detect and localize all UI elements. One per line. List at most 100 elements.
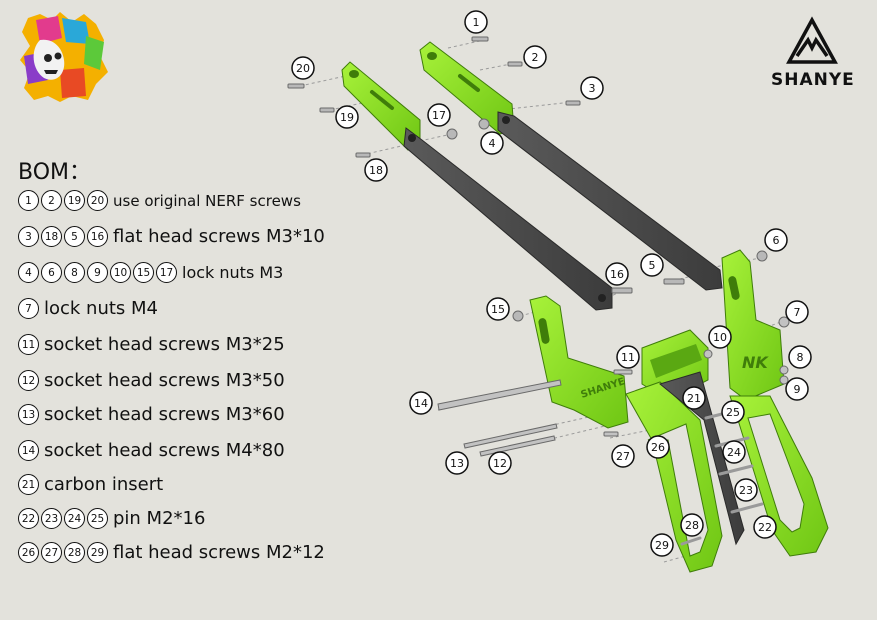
callout-label: 19 [340,111,354,124]
long-screws [437,316,790,457]
part-number-circle: 24 [64,508,85,529]
callout-28: 28 [680,513,704,537]
callout-14: 14 [409,391,433,415]
callout-6: 6 [764,228,788,252]
callout-label: 14 [414,397,428,410]
bom-description: flat head screws M3*10 [113,226,325,247]
bom-title: BOM： [18,160,92,185]
callout-label: 16 [610,268,624,281]
triangle-mountain-logo-icon [786,16,838,64]
callout-1: 1 [464,10,488,34]
callout-8: 8 [788,345,812,369]
part-number-circle: 26 [18,542,39,563]
callout-2: 2 [523,45,547,69]
part-number-circle: 2 [41,190,62,211]
callout-label: 10 [713,331,727,344]
part-number-circle: 25 [87,508,108,529]
nerf-splash-logo-icon [20,12,108,102]
callout-label: 11 [621,351,635,364]
part-number-circle: 27 [41,542,62,563]
callout-label: 25 [726,406,740,419]
callout-12: 12 [488,451,512,475]
right-bracket: NK [721,249,785,401]
callout-label: 29 [655,539,669,552]
callout-label: 22 [758,521,772,534]
callout-label: 17 [432,109,446,122]
callout-label: 7 [794,306,801,319]
bom-description: socket head screws M3*60 [44,404,285,425]
callout-13: 13 [445,451,469,475]
bom-description: use original NERF screws [113,191,301,210]
bom-description: flat head screws M2*12 [113,542,325,563]
part-number-circle: 7 [18,298,39,319]
callout-label: 15 [491,303,505,316]
part-number-circle: 23 [41,508,62,529]
part-number-circle: 10 [110,262,131,283]
callout-19: 19 [335,105,359,129]
callout-11: 11 [616,345,640,369]
part-number-circle: 12 [18,370,39,391]
callout-9: 9 [785,377,809,401]
callout-label: 13 [450,457,464,470]
part-number-circle: 14 [18,440,39,461]
callout-label: 28 [685,519,699,532]
part-number-circle: 9 [87,262,108,283]
bom-part-numbers: 11 [18,334,39,355]
upper-hardware [287,36,768,322]
callout-label: 8 [797,351,804,364]
part-number-circle: 4 [18,262,39,283]
callout-15: 15 [486,297,510,321]
callout-22: 22 [753,515,777,539]
callout-label: 27 [616,450,630,463]
bom-part-numbers: 21 [18,474,39,495]
left-bracket: SHANYE [529,295,629,429]
bom-part-numbers: 7 [18,298,39,319]
bom-description: socket head screws M3*25 [44,334,285,355]
callout-29: 29 [650,533,674,557]
callout-26: 26 [646,435,670,459]
part-callouts: 1234567891011121314151617181920212223242… [291,10,812,557]
part-number-circle: 13 [18,404,39,425]
callout-21: 21 [682,386,706,410]
bom-part-numbers: 14 [18,440,39,461]
callout-3: 3 [580,76,604,100]
part-number-circle: 29 [87,542,108,563]
part-number-circle: 11 [18,334,39,355]
callout-23: 23 [734,478,758,502]
bom-description: socket head screws M4*80 [44,440,285,461]
callout-label: 3 [589,82,596,95]
left-arm-assembly [341,61,613,311]
callout-label: 12 [493,457,507,470]
callout-7: 7 [785,300,809,324]
bom-description: pin M2*16 [113,508,206,529]
lower-right-clip [729,395,829,557]
bom-part-numbers: 12 [18,370,39,391]
part-number-circle: 21 [18,474,39,495]
bom-description: lock nuts M3 [182,263,284,282]
bom-part-numbers: 13 [18,404,39,425]
callout-5: 5 [640,253,664,277]
callout-label: 4 [489,137,496,150]
callout-4: 4 [480,131,504,155]
part-number-circle: 5 [64,226,85,247]
callout-10: 10 [708,325,732,349]
brand-name: SHANYE [771,70,855,90]
callout-label: 6 [773,234,780,247]
callout-label: 2 [532,51,539,64]
callout-25: 25 [721,400,745,424]
callout-label: 18 [369,164,383,177]
callout-label: 1 [473,16,480,29]
